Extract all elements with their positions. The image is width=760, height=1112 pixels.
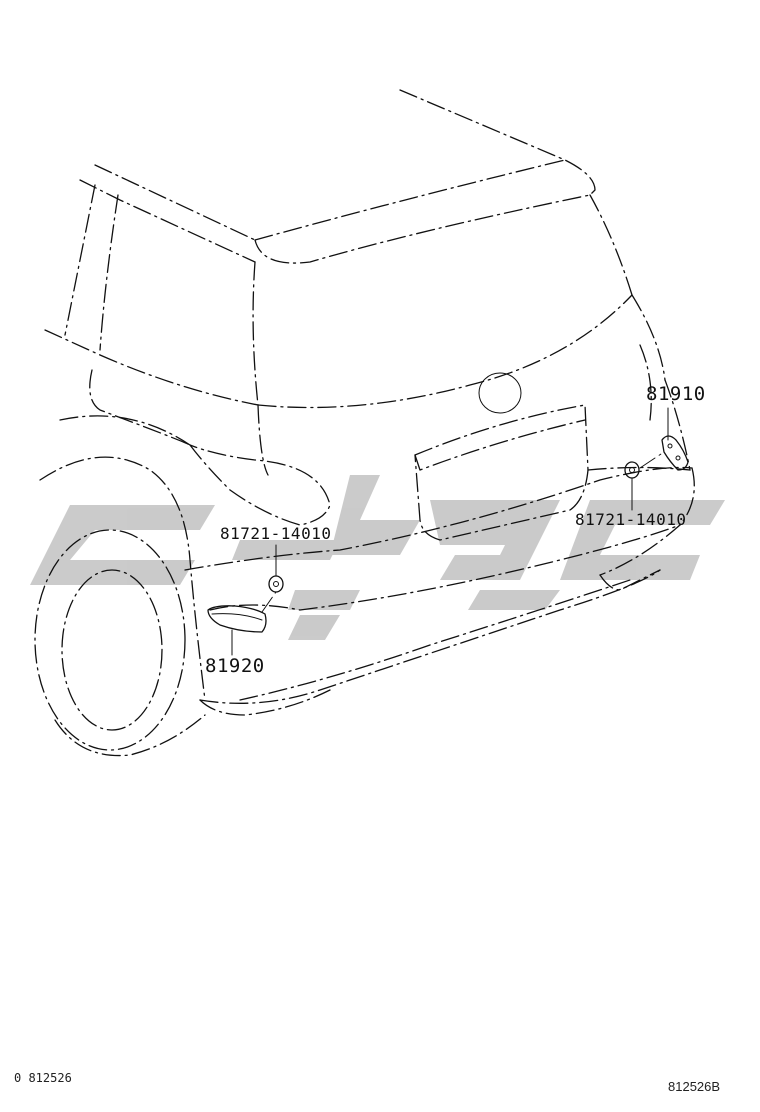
- label-part-81920: 81920: [205, 655, 265, 677]
- watermark-logo: [30, 475, 725, 640]
- label-part-81910: 81910: [646, 383, 706, 405]
- footer-left-code: 0 812526: [14, 1071, 72, 1085]
- label-clip-right: 81721-14010: [575, 510, 687, 529]
- leader-lines: [231, 407, 669, 656]
- label-clip-left: 81721-14010: [220, 524, 332, 543]
- car-rear-outline: [34, 89, 695, 757]
- footer-right-code: 812526B: [668, 1079, 721, 1094]
